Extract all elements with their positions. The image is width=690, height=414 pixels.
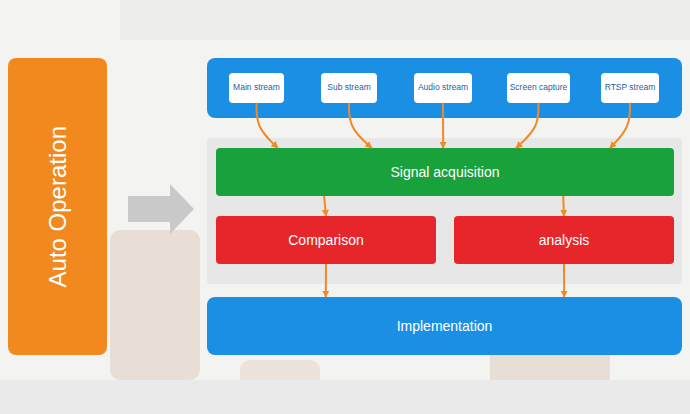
process-box: Signal acquisition (216, 148, 674, 196)
node-label: analysis (539, 232, 590, 248)
process-box: Comparison (216, 216, 436, 264)
flow-arrow (610, 103, 630, 148)
flow-arrow (325, 264, 327, 297)
factory-floor (0, 380, 690, 414)
process-box: Implementation (207, 297, 682, 355)
node-label: RTSP stream (605, 83, 656, 93)
vertical-banner: Auto Operation (8, 58, 107, 355)
robot-arm (110, 230, 200, 380)
source-box: Audio stream (414, 73, 472, 103)
node-label: Auto Operation (44, 126, 72, 287)
node-label: Sub stream (327, 83, 370, 93)
flow-arrow (562, 196, 565, 216)
node-label: Audio stream (418, 83, 468, 93)
source-box: RTSP stream (601, 73, 659, 103)
processing-panel (207, 138, 682, 284)
node-label: Signal acquisition (391, 164, 500, 180)
source-box: Sub stream (321, 73, 377, 103)
flow-arrow (128, 184, 194, 234)
source-box: Screen capture (507, 73, 570, 103)
node-label: Comparison (288, 232, 363, 248)
process-box: analysis (454, 216, 674, 264)
flow-arrow (349, 103, 372, 148)
source-box: Main stream (229, 73, 284, 103)
flow-arrow (257, 103, 278, 148)
flow-arrow (442, 103, 444, 148)
flow-arrow (516, 103, 539, 148)
node-label: Main stream (233, 83, 280, 93)
flow-arrow (324, 196, 326, 216)
source-band (207, 58, 682, 118)
factory-roof (120, 0, 690, 40)
node-label: Implementation (397, 318, 493, 334)
flow-arrow (563, 264, 565, 297)
node-label: Screen capture (510, 83, 568, 93)
